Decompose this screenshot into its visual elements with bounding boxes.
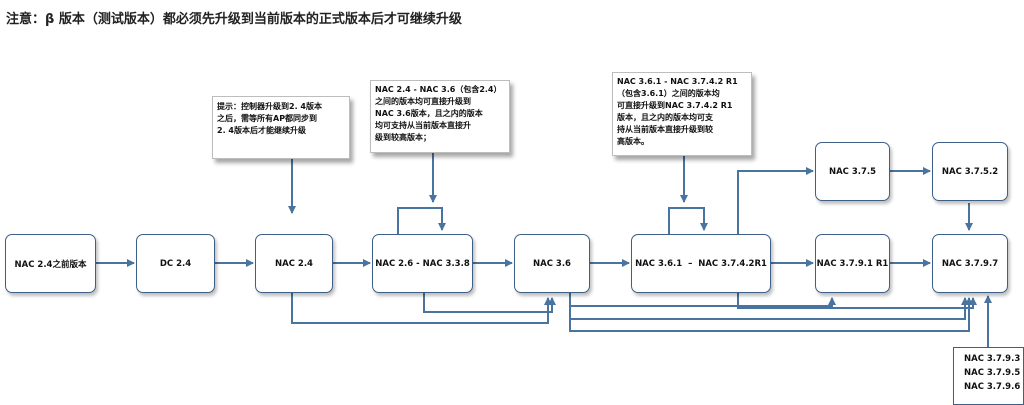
arrow-n5-n9	[569, 297, 836, 331]
note-line: 高版本。	[617, 137, 649, 146]
node-nac-3-6: NAC 3.6	[514, 234, 590, 293]
loop-n6	[668, 207, 708, 234]
side-version-item: NAC 3.7.9.6	[964, 382, 1021, 392]
note-line: 之间的版本均可直接升级到	[375, 97, 471, 106]
arrow-n4-n5-bottom	[423, 293, 556, 313]
note-line: 可直接升级到NAC 3.7.4.2 R1	[617, 101, 733, 110]
note-line: 之后，需等所有AP都同步到	[217, 114, 318, 123]
note-line: NAC 2.4 - NAC 3.6（包含2.4）	[375, 85, 502, 94]
node-dc-2-4: DC 2.4	[136, 234, 215, 293]
node-nac-3-6-1-3-7-4-2r1: NAC 3.6.1 – NAC 3.7.4.2R1	[631, 234, 771, 293]
node-nac-3-7-5-2: NAC 3.7.5.2	[932, 142, 1008, 201]
arrow-n6-n7	[737, 167, 814, 234]
note-upgrade-range-2-4: NAC 2.4 - NAC 3.6（包含2.4） 之间的版本均可直接升级到 NA…	[370, 80, 510, 153]
arrow-n5-n10-b	[569, 297, 973, 332]
page-title: 注意：β 版本（测试版本）都必须先升级到当前版本的正式版本后才可继续升级	[6, 12, 462, 27]
side-version-item: NAC 3.7.9.5	[964, 368, 1021, 378]
note-line: 2. 4版本后才能继续升级	[217, 126, 306, 135]
loop-n4	[397, 207, 446, 234]
node-nac-2-6-3-3-8: NAC 2.6 - NAC 3.3.8	[372, 234, 473, 293]
note-line: 级到较高版本；	[375, 133, 431, 142]
side-versions-box: NAC 3.7.9.3 NAC 3.7.9.5 NAC 3.7.9.6	[953, 347, 1024, 405]
arrow-n3-n5	[291, 293, 552, 324]
note-line: 均可支持从当前版本直接升	[375, 121, 471, 130]
arrow-n6-n10	[737, 293, 977, 309]
node-nac-3-7-9-1-r1: NAC 3.7.9.1 R1	[815, 234, 890, 293]
node-nac-2-4: NAC 2.4	[255, 234, 333, 293]
note-controller-upgrade: 提示：控制器升级到2. 4版本 之后，需等所有AP都同步到 2. 4版本后才能继…	[212, 96, 350, 159]
node-nac-3-7-5: NAC 3.7.5	[815, 142, 890, 201]
side-version-item: NAC 3.7.9.3	[964, 354, 1021, 364]
note-line: 版本，且之内的版本均可支	[617, 113, 713, 122]
note-line: NAC 3.6版本，且之内的版本	[375, 109, 483, 118]
note-line: NAC 3.6.1 - NAC 3.7.4.2 R1	[617, 77, 738, 86]
note-line: 提示：控制器升级到2. 4版本	[217, 102, 322, 111]
note-line: （包含3.6.1）之间的版本均	[617, 89, 720, 98]
note-line: 持从当前版本直接升级到较	[617, 125, 713, 134]
note-upgrade-range-3-6-1: NAC 3.6.1 - NAC 3.7.4.2 R1 （包含3.6.1）之间的版…	[612, 72, 752, 156]
node-nac-3-7-9-7: NAC 3.7.9.7	[932, 234, 1008, 293]
node-nac-2-4-before: NAC 2.4之前版本	[5, 234, 96, 293]
